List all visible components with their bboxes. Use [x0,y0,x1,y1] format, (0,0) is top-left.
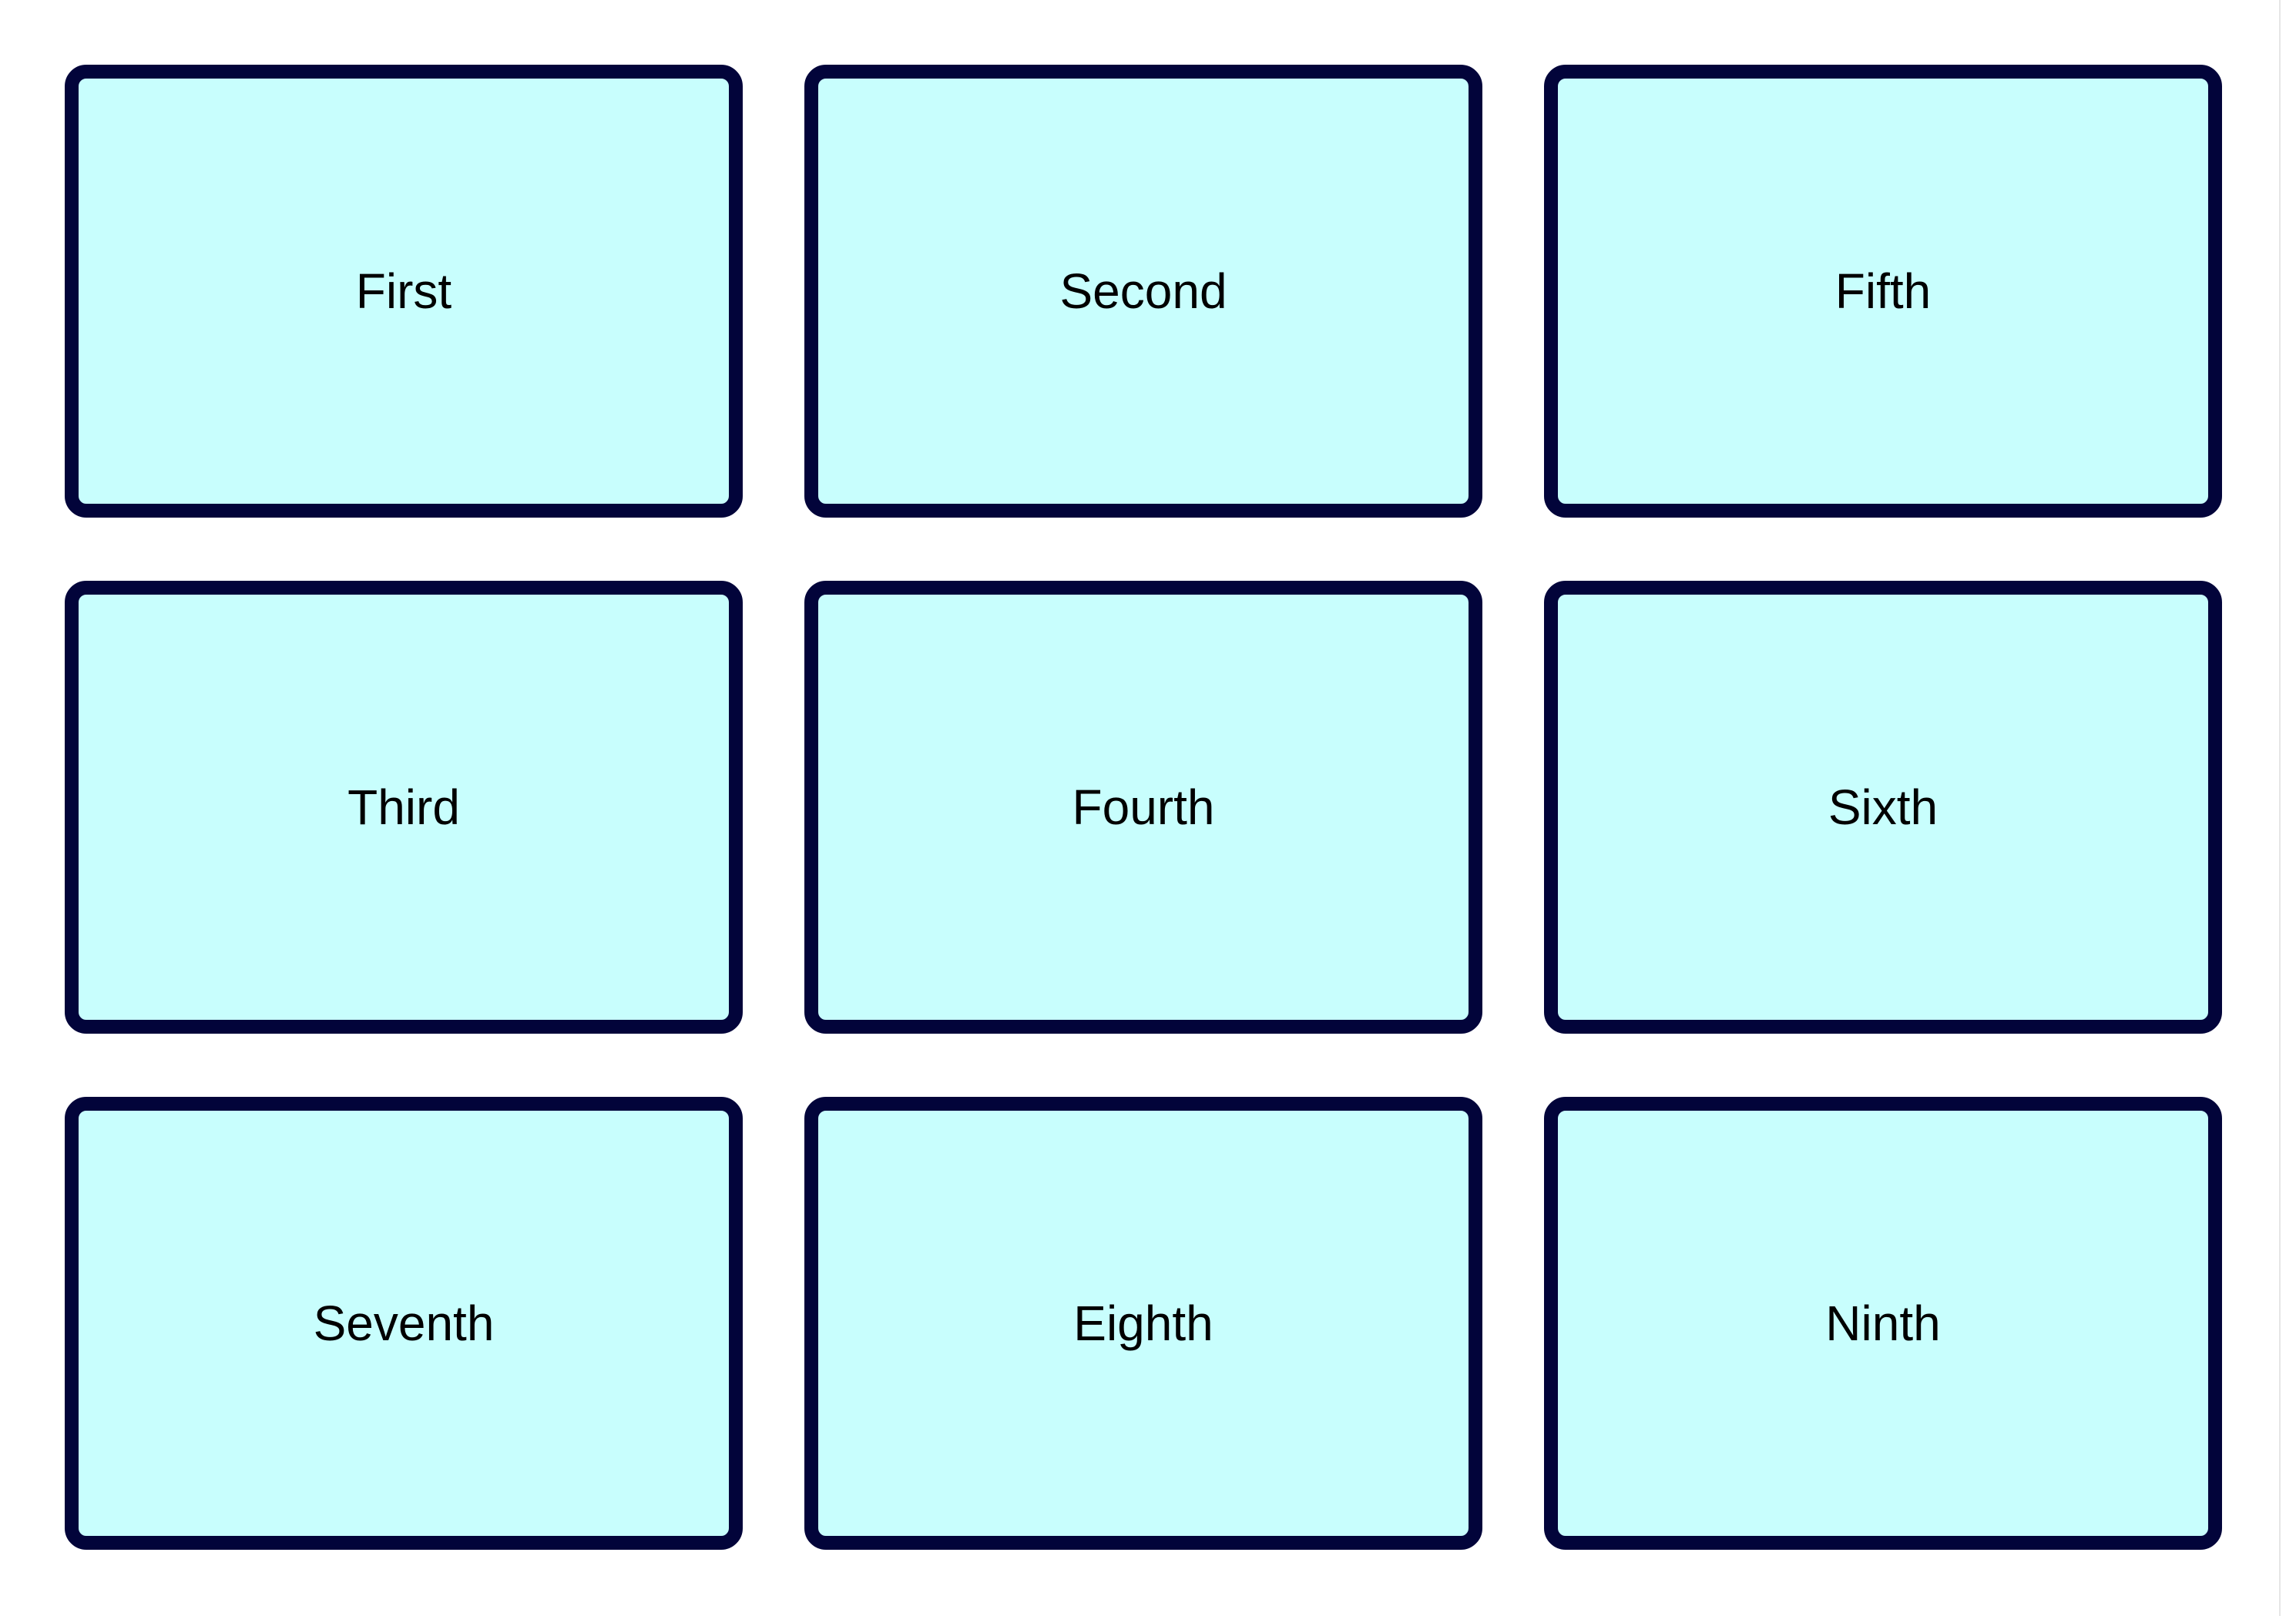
card-ninth[interactable]: Ninth [1544,1097,2222,1550]
card-seventh[interactable]: Seventh [65,1097,743,1550]
card-label: Seventh [313,1296,495,1351]
card-label: Second [1059,263,1227,319]
card-label: Fourth [1072,780,1215,835]
card-grid: First Second Fifth Third Fourth Sixth Se… [65,65,2222,1550]
card-second[interactable]: Second [804,65,1482,518]
card-label: Eighth [1073,1296,1213,1351]
card-label: Sixth [1828,780,1939,835]
scrollbar-track[interactable] [2279,0,2296,1616]
card-fifth[interactable]: Fifth [1544,65,2222,518]
card-third[interactable]: Third [65,581,743,1034]
card-label: Third [347,780,460,835]
card-label: Fifth [1834,263,1932,319]
card-first[interactable]: First [65,65,743,518]
card-sixth[interactable]: Sixth [1544,581,2222,1034]
card-label: Ninth [1825,1296,1941,1351]
card-fourth[interactable]: Fourth [804,581,1482,1034]
card-eighth[interactable]: Eighth [804,1097,1482,1550]
card-label: First [355,263,452,319]
